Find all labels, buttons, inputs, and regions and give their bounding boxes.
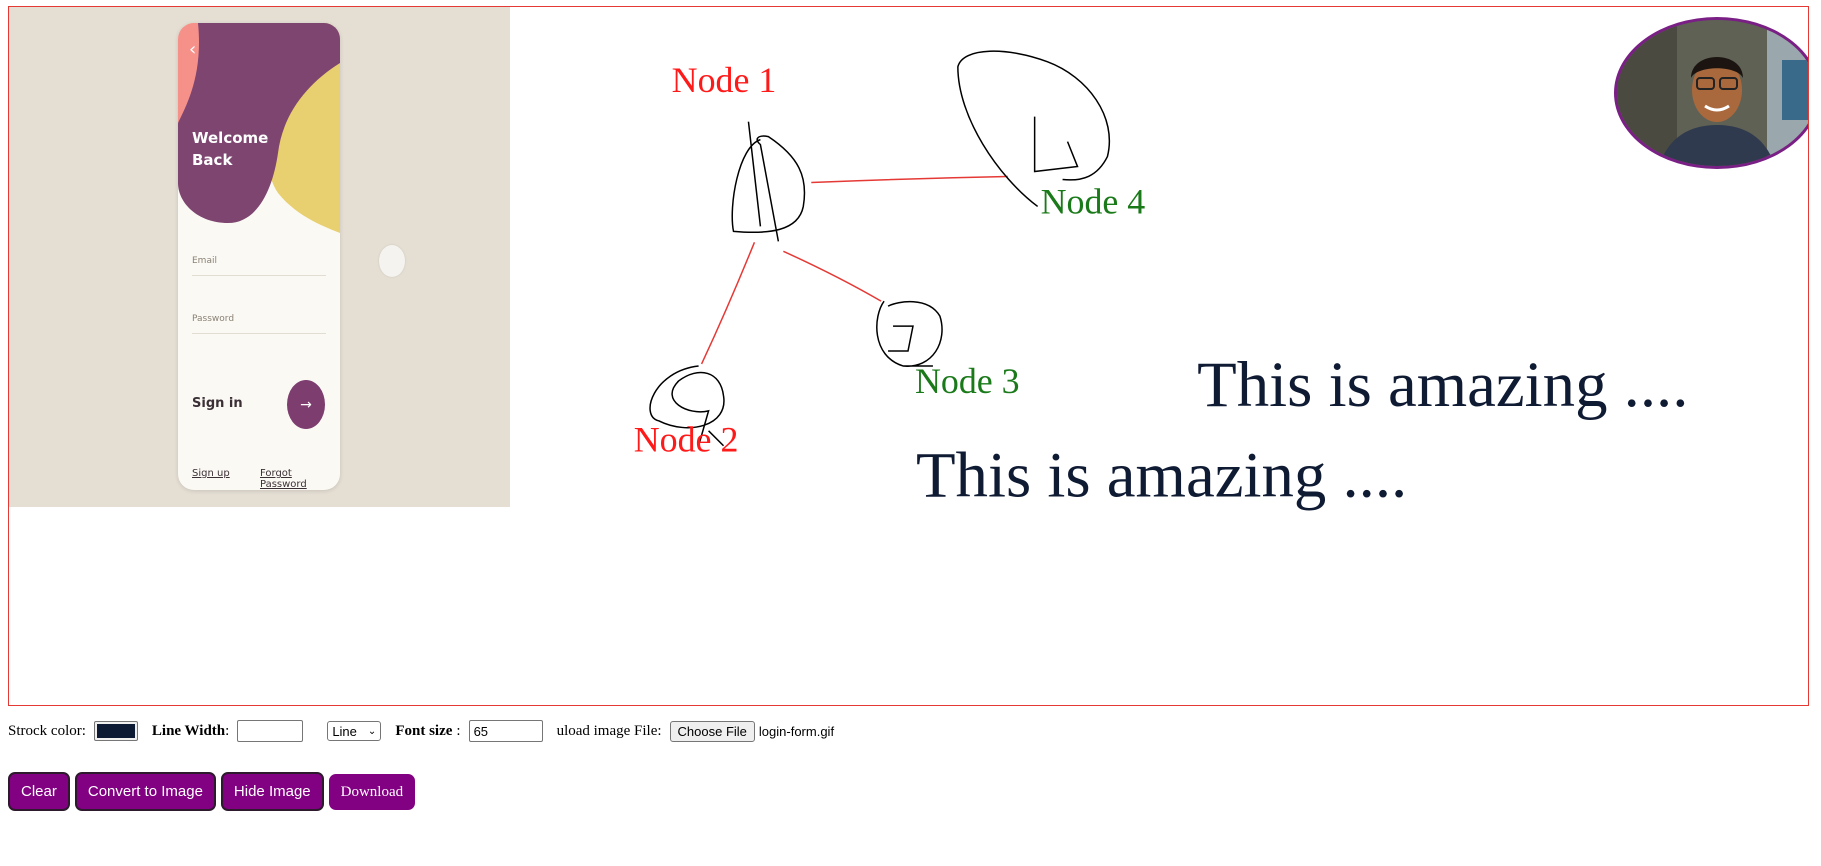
download-button[interactable]: Download [328,774,416,810]
node-label-4: Node 4 [1041,181,1146,221]
uploaded-image: ‹ Welcome Back Email Password Sign in → … [9,7,510,507]
stroke-color-picker[interactable] [93,721,138,741]
convert-to-image-button[interactable]: Convert to Image [74,772,216,811]
node-label-3: Node 3 [915,361,1020,401]
choose-file-button[interactable]: Choose File [669,720,755,742]
edge-1-3 [783,250,882,302]
blob-shapes [178,23,340,233]
shape-select-value: Line [332,723,357,739]
node-label-2: Node 2 [634,420,739,460]
shape-select[interactable]: Line ⌄ [327,721,382,741]
email-underline [192,275,326,276]
action-buttons: Clear Convert to Image Hide Image Downlo… [8,772,416,811]
edge-1-4 [811,175,1008,184]
edge-1-2 [700,242,756,365]
node-label-1: Node 1 [672,60,777,100]
clear-button[interactable]: Clear [8,772,70,811]
hide-image-button[interactable]: Hide Image [220,772,324,811]
node-3-shape [876,300,943,367]
font-size-colon: : [456,722,461,739]
webcam-video [1614,17,1808,169]
chevron-down-icon: ⌄ [367,725,377,737]
node-2-shape [649,365,725,447]
login-form-preview: ‹ Welcome Back Email Password Sign in → … [178,23,340,490]
font-size-label: Font size [395,722,453,739]
drawing-layer: Node 1 Node 4 Node 3 Node 2 This is amaz… [634,50,1688,512]
password-underline [192,333,326,334]
forgot-password-link: Forgot Password [260,468,307,490]
sign-in-label: Sign in [192,396,243,411]
line-width-label: Line Width [151,722,226,739]
drawing-canvas[interactable]: ‹ Welcome Back Email Password Sign in → … [8,6,1809,706]
line-width-colon: : [225,722,230,739]
node-4-shape [957,50,1110,208]
color-swatch [96,724,135,738]
slider-dot [379,245,405,277]
chevron-left-icon: ‹ [189,39,197,60]
controls-bar: Strock color: Line Width: Line ⌄ Font si… [8,719,834,743]
webcam-person [1617,20,1808,166]
password-label: Password [192,314,235,324]
canvas-text-2: This is amazing .... [916,440,1407,512]
welcome-heading: Welcome Back [192,129,269,169]
arrow-right-icon: → [287,380,325,429]
email-label: Email [192,256,217,266]
selected-file-name: login-form.gif [758,723,835,739]
stroke-color-label: Strock color: [8,722,86,739]
sign-up-link: Sign up [192,468,230,479]
canvas-text-1: This is amazing .... [1197,349,1688,421]
upload-label: uload image File: [556,722,662,739]
font-size-input[interactable] [468,720,543,742]
node-1-shape [731,121,806,242]
line-width-input[interactable] [237,720,304,742]
